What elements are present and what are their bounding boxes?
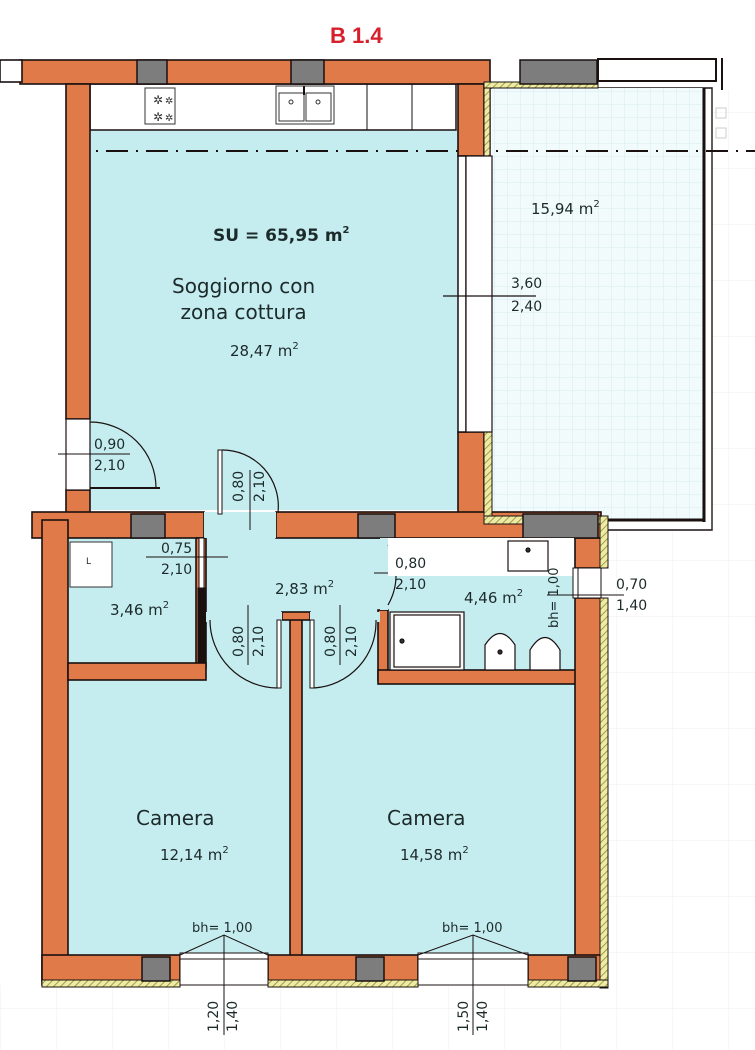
camera2-door-width: 0,80 [323,625,339,657]
balcony-door-width: 3,60 [511,276,543,292]
area-camera1: 12,14 m2 [160,845,229,864]
camera1-door-height: 2,10 [251,625,267,657]
laundry-box [69,541,113,588]
storage-door-width: 0,75 [161,541,193,557]
camera2-window-width: 1,50 [456,1000,472,1032]
apartment-title: B 1.4 [330,23,383,48]
camera2-window-sill: bh= 1,00 [442,921,503,936]
room-name-camera1: Camera [136,806,215,830]
sink-icon [275,85,335,125]
area-camera2: 14,58 m2 [400,845,469,864]
room-name-camera2: Camera [387,806,466,830]
entrance-door-width: 0,90 [94,437,126,453]
camera1-window-height: 1,40 [225,1000,241,1032]
exterior-grid-bottom [0,985,755,1050]
bath-door-height: 2,10 [395,577,427,593]
total-area: SU = 65,95 m2 [213,225,350,246]
entrance-door [58,418,160,491]
living-door [204,449,279,538]
room-camera2 [300,680,575,955]
room-name-soggiorno: Soggiorno con zona cottura [172,274,316,324]
living-door-width: 0,80 [231,470,247,502]
balcony [489,58,727,531]
camera2-window [417,934,529,1035]
balcony-door [443,155,536,433]
storage-door-height: 2,10 [161,562,193,578]
svg-text:✲: ✲ [153,93,163,107]
camera1-window-sill: bh= 1,00 [192,921,253,936]
area-balcone: 15,94 m2 [531,199,600,218]
bath-window-width: 0,70 [616,577,648,593]
camera1-door [206,605,282,689]
balcony-door-height: 2,40 [511,299,543,315]
living-door-height: 2,10 [252,470,268,502]
bath-window [547,567,624,599]
svg-text:✲: ✲ [165,96,173,107]
camera2-door [309,605,380,689]
bath-window-height: 1,40 [616,598,648,614]
toilet-icon [529,636,561,671]
kitchen-counter: ✲ ✲ ✲ ✲ [89,83,457,131]
bath-fixtures [388,538,574,671]
columns [130,59,599,982]
stove-icon: ✲ ✲ ✲ ✲ [144,87,176,125]
room-camera1 [68,680,290,955]
bath-window-sill: bh= 1,00 [547,567,562,628]
total-area-label: SU = 65,95 m [213,226,343,246]
camera1-door-width: 0,80 [231,625,247,657]
camera1-window-width: 1,20 [206,1000,222,1032]
camera2-door-height: 2,10 [344,625,360,657]
svg-text:✲: ✲ [165,113,173,124]
laundry-label: L [86,557,92,567]
bath-door-width: 0,80 [395,556,427,572]
camera1-window [179,934,269,1035]
svg-text:✲: ✲ [153,110,163,124]
storage-door [146,537,228,664]
room-soggiorno [90,130,458,510]
entrance-door-height: 2,10 [94,458,126,474]
area-ripostiglio: 3,46 m2 [110,600,170,619]
area-soggiorno: 28,47 m2 [230,341,299,360]
area-disimpegno: 2,83 m2 [275,579,335,598]
area-bagno: 4,46 m2 [464,588,524,607]
camera2-window-height: 1,40 [475,1000,491,1032]
